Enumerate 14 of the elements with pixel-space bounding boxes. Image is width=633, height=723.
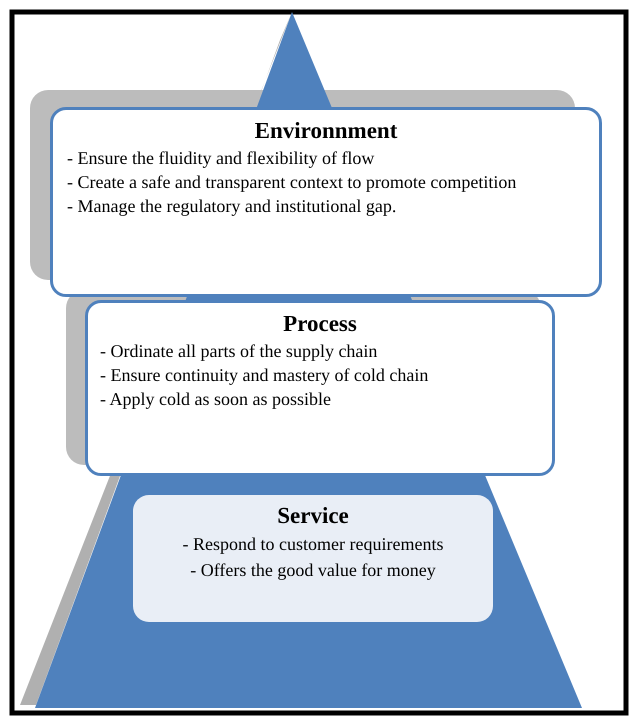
bullet-text: - Create a safe and transparent context to promote competition (67, 172, 516, 193)
card-heading: Environnment (254, 118, 398, 144)
text-card (85, 300, 555, 476)
bullet-text: - Ordinate all parts of the supply chain (100, 341, 378, 362)
bullet-text: - Offers the good value for money (190, 560, 436, 581)
card-heading: Service (277, 503, 349, 529)
bullet-text: - Apply cold as soon as possible (100, 389, 331, 410)
text-card (50, 107, 602, 297)
bullet-text: - Manage the regulatory and institutional gap. (67, 196, 396, 217)
bullet-text: - Ensure continuity and mastery of cold chain (100, 365, 428, 386)
text-card (133, 495, 493, 622)
bullet-text: - Respond to customer requirements (182, 534, 444, 555)
card-heading: Process (283, 311, 357, 337)
bullet-text: - Ensure the fluidity and flexibility of flow (67, 148, 374, 169)
